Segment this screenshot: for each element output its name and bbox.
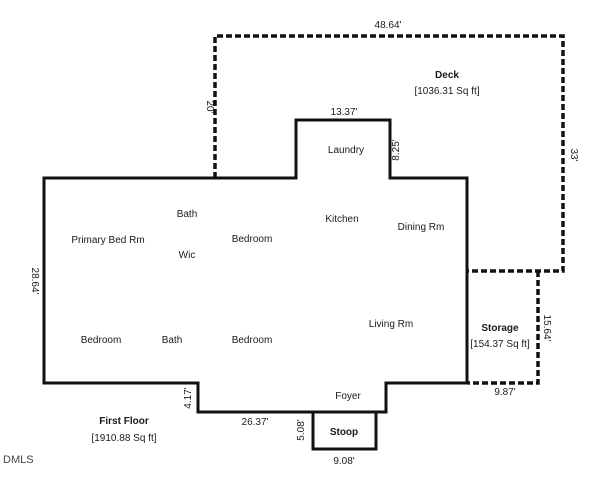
first-floor-area: [1910.88 Sq ft] xyxy=(91,433,156,444)
stoop-outline xyxy=(311,410,378,451)
room-foyer: Foyer xyxy=(335,391,361,402)
room-laundry: Laundry xyxy=(328,145,364,156)
dim-house-depth: 28.64' xyxy=(29,268,40,295)
stoop-title: Stoop xyxy=(330,427,358,438)
house-outline xyxy=(42,118,469,414)
deck-title: Deck xyxy=(435,70,459,81)
storage-area: [154.37 Sq ft] xyxy=(470,339,530,350)
first-floor-title: First Floor xyxy=(99,416,149,427)
dim-front-jog: 4.17' xyxy=(183,387,194,408)
room-kitchen: Kitchen xyxy=(325,214,358,225)
dim-deck-left: 20' xyxy=(204,100,215,113)
dim-deck-width: 48.64' xyxy=(375,20,402,31)
dim-deck-right: 33' xyxy=(568,148,579,161)
room-bath-top: Bath xyxy=(177,209,198,220)
dim-stoop-depth: 5.08' xyxy=(296,419,307,440)
dim-stoop-width: 9.08' xyxy=(333,456,354,467)
storage-outline xyxy=(468,271,540,385)
room-dining: Dining Rm xyxy=(398,222,445,233)
deck-outline xyxy=(213,34,565,273)
room-primary-bed: Primary Bed Rm xyxy=(71,235,144,246)
dim-storage-depth: 15.64' xyxy=(541,315,552,342)
room-bedroom-left: Bedroom xyxy=(81,335,122,346)
room-wic: Wic xyxy=(179,250,196,261)
dim-laundry-depth: 8.25' xyxy=(391,139,402,160)
room-living: Living Rm xyxy=(369,319,413,330)
room-bath-bottom: Bath xyxy=(162,335,183,346)
dim-laundry-width: 13.37' xyxy=(331,107,358,118)
watermark: DMLS xyxy=(3,454,34,466)
deck-area: [1036.31 Sq ft] xyxy=(414,86,479,97)
dim-front-width: 26.37' xyxy=(242,417,269,428)
dim-storage-width: 9.87' xyxy=(494,387,515,398)
room-bedroom-bottom: Bedroom xyxy=(232,335,273,346)
storage-title: Storage xyxy=(481,323,519,334)
room-bedroom-center: Bedroom xyxy=(232,234,273,245)
